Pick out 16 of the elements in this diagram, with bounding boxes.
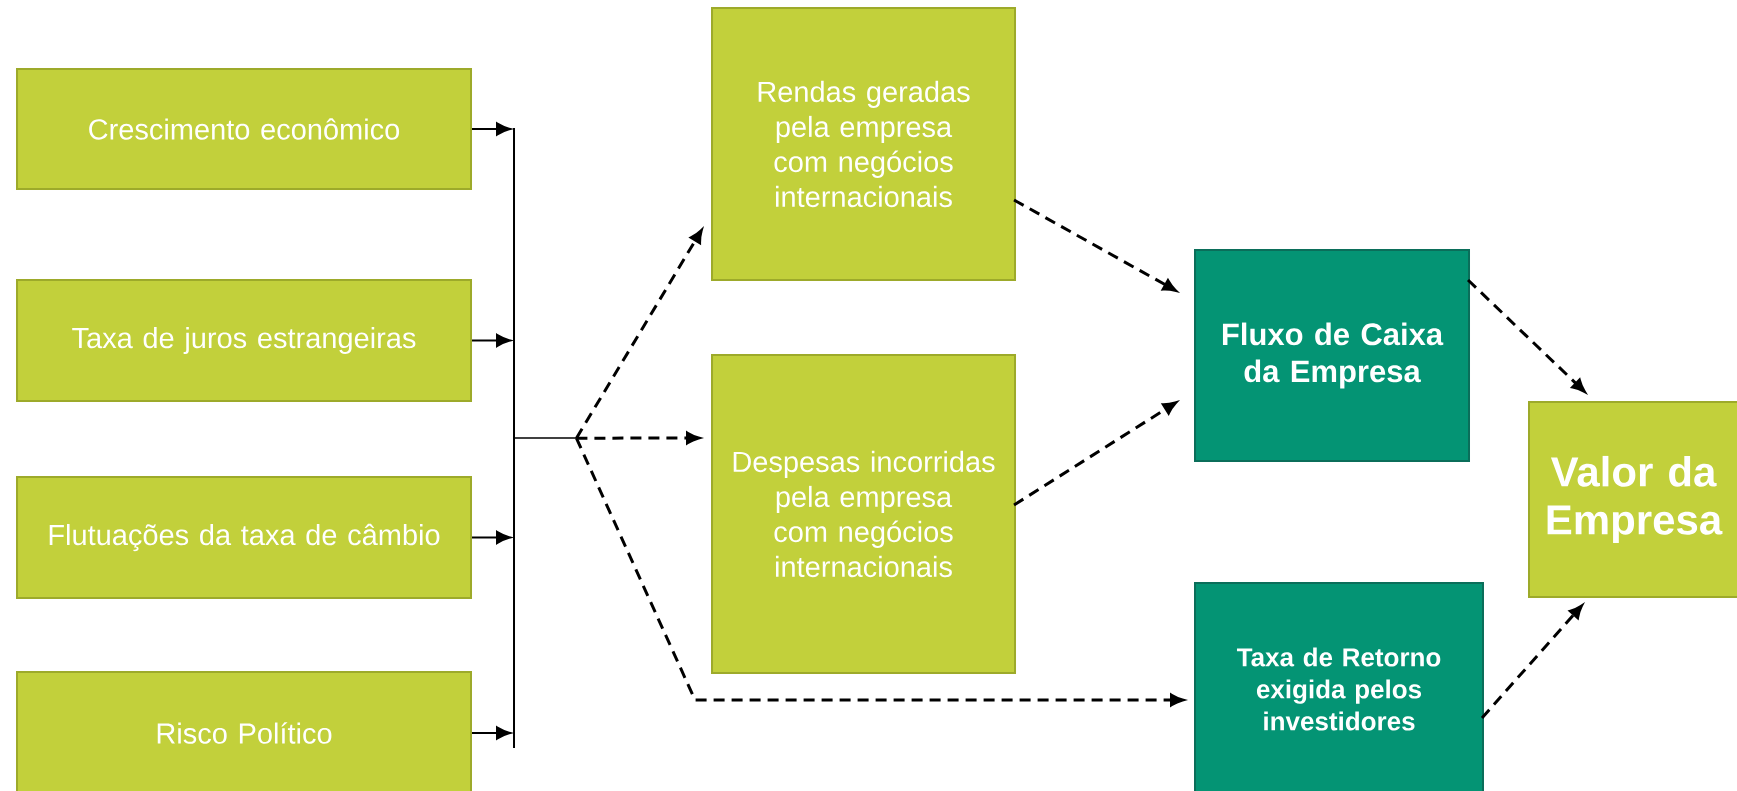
factor-box: Rendas geradas pela empresa com negócios internacionais: [711, 7, 1016, 281]
factor-box: Despesas incorridas pela empresa com negócios internacionais: [711, 354, 1016, 674]
factor-box: Taxa de juros estrangeiras: [16, 279, 472, 402]
factor-box: Risco Político: [16, 671, 472, 791]
arrow: [471, 726, 512, 740]
arrow: [471, 122, 512, 136]
factor-box: Flutuações da taxa de câmbio: [16, 476, 472, 599]
arrow: [1466, 278, 1586, 393]
arrow: [1480, 604, 1583, 719]
factor-box: Crescimento econômico: [16, 68, 472, 190]
bus-line: [513, 127, 577, 749]
result-box: Taxa de Retorno exigida pelos investidores: [1194, 582, 1484, 791]
value-box: Valor da Empresa: [1528, 401, 1737, 598]
result-box: Fluxo de Caixa da Empresa: [1194, 249, 1470, 462]
arrow: [471, 333, 512, 348]
arrow: [471, 530, 512, 545]
